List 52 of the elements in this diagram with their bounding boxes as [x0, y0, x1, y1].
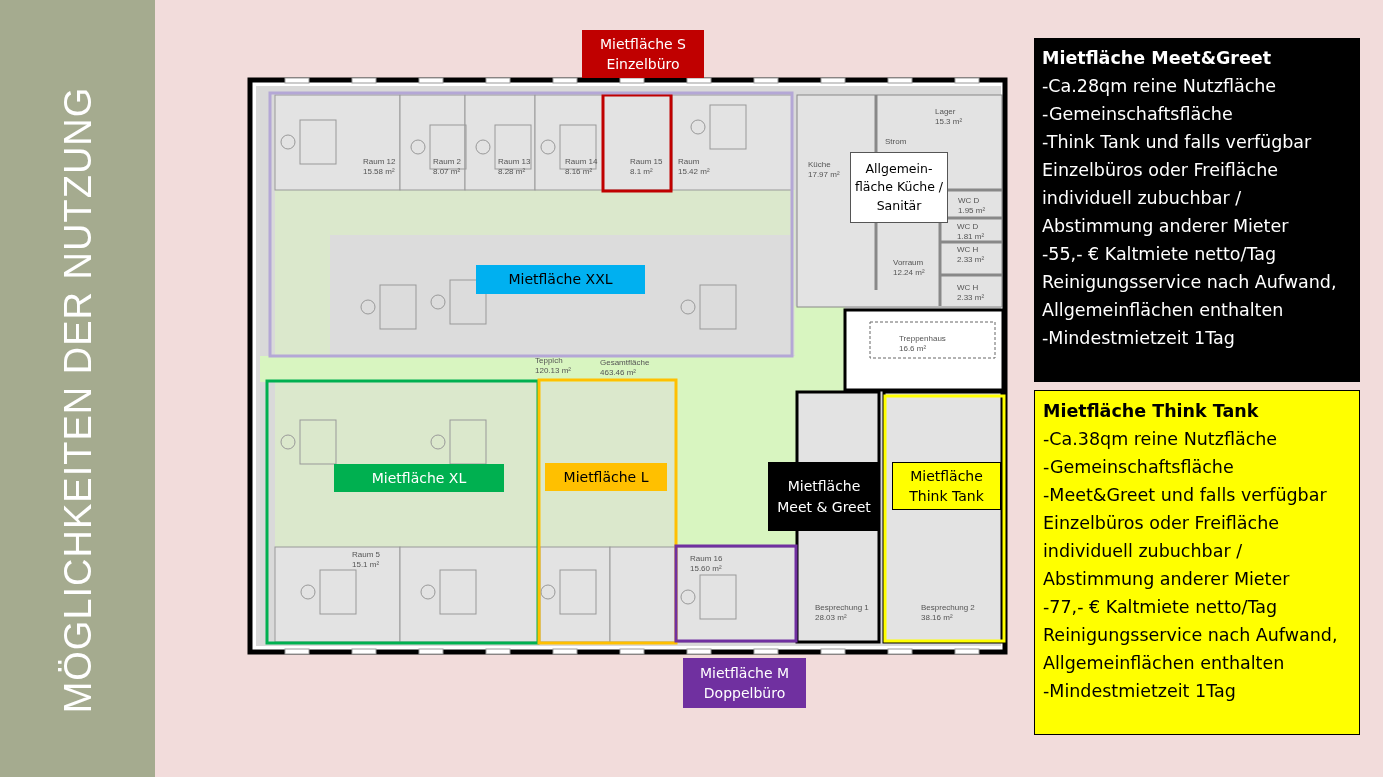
panel-bullet: -Ca.38qm reine Nutzfläche	[1043, 428, 1279, 451]
area-tag	[892, 462, 1001, 510]
area-name: Mietfläche XL	[371, 468, 467, 488]
room-label: Raum 13 8.28 m²	[498, 157, 532, 177]
room-label: Raum 2 8.07 m²	[433, 157, 462, 177]
info-panel	[1034, 38, 1360, 382]
room-label: Raum 5 15.1 m²	[352, 550, 381, 570]
area-name: Mietfläche Think Tank	[908, 466, 985, 506]
area-tag	[476, 265, 645, 294]
area-name: Mietfläche S Einzelbüro	[599, 34, 687, 74]
room-label: Strom	[885, 137, 908, 147]
panel-bullet: -Gemeinschaftsfläche	[1042, 103, 1234, 126]
area-name: Mietfläche L	[563, 467, 649, 487]
panel-bullet: -Ca.28qm reine Nutzfläche	[1042, 75, 1278, 98]
room-label: WC D 1.81 m²	[957, 222, 986, 242]
panel-bullet: -Mindestmietzeit 1Tag	[1042, 327, 1236, 350]
room-label: Raum 16 15.60 m²	[690, 554, 724, 574]
room-label: Besprechung 1 28.03 m²	[815, 603, 870, 623]
area-tag	[582, 30, 704, 78]
area-tag	[334, 464, 504, 492]
panel-bullet: -Think Tank und falls verfügbar Einzelbüros oder Freifläche individuell zubuchbar / Abstimmung anderer Mieter	[1042, 131, 1313, 238]
room-label: WC H 2.33 m²	[957, 245, 986, 265]
room-label: Teppich 120.13 m²	[535, 356, 573, 376]
room-label: Küche 17.97 m²	[808, 160, 841, 180]
room-label: Treppenhaus 16.6 m²	[899, 334, 947, 354]
room-label: Lager 15.3 m²	[935, 107, 964, 127]
area-tag	[683, 658, 806, 708]
room-label: Vorraum 12.24 m²	[893, 258, 926, 278]
area-tag	[850, 152, 948, 223]
room-label: Raum 12 15.58 m²	[363, 157, 397, 177]
vertical-title: MÖGLICHKEITEN DER NUTZUNG	[56, 86, 100, 714]
area-name: Mietfläche XXL	[508, 270, 613, 290]
panel-heading: Mietfläche Think Tank	[1043, 400, 1260, 423]
room-label: Gesamtfläche 463.46 m²	[600, 358, 651, 378]
panel-bullet: -Gemeinschaftsfläche	[1043, 456, 1235, 479]
panel-bullet: -Mindestmietzeit 1Tag	[1043, 680, 1237, 703]
area-name: Allgemein- fläche Küche / Sanitär	[853, 160, 945, 215]
room-label: Raum 15 8.1 m²	[630, 157, 664, 177]
area-tag	[545, 463, 667, 491]
area-name: Mietfläche Meet & Greet	[776, 477, 872, 517]
panel-bullet: -Meet&Greet und falls verfügbar Einzelbüros oder Freifläche individuell zubuchbar / Abstimmung anderer Mieter	[1043, 484, 1328, 591]
panel-bullet: -77,- € Kaltmiete netto/Tag Reinigungsservice nach Aufwand, Allgemeinflächen enthalten	[1043, 596, 1339, 675]
area-tag	[768, 462, 880, 531]
panel-heading: Mietfläche Meet&Greet	[1042, 47, 1273, 70]
area-name: Mietfläche M Doppelbüro	[698, 663, 791, 703]
room-label: Raum 14 8.16 m²	[565, 157, 599, 177]
room-label: WC D 1.95 m²	[958, 196, 987, 216]
panel-bullet: -55,- € Kaltmiete netto/Tag Reinigungsservice nach Aufwand, Allgemeinflächen enthalten	[1042, 243, 1338, 322]
room-label: Besprechung 2 38.16 m²	[921, 603, 976, 623]
room-label: WC H 2.33 m²	[957, 283, 986, 303]
room-label: Raum 15.42 m²	[678, 157, 711, 177]
info-panel	[1034, 390, 1360, 735]
